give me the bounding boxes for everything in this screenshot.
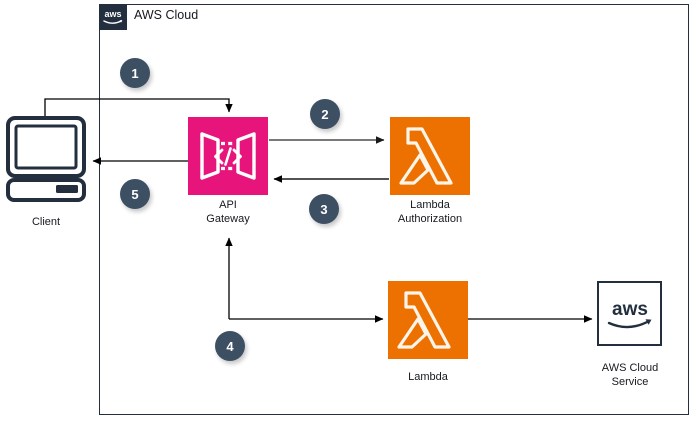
aws-cloud-service-icon: aws (597, 281, 662, 346)
step-badge-2: 2 (310, 99, 340, 129)
step-badge-3: 3 (309, 194, 339, 224)
lambda-label: Lambda (408, 371, 448, 383)
step-badge-5: 5 (120, 179, 150, 209)
aws-logo-icon: aws (99, 4, 127, 30)
desktop-computer-icon (6, 116, 86, 202)
aws-cloud-title: AWS Cloud (134, 8, 199, 22)
lambda-icon (388, 281, 468, 359)
aws-cloud-service-label: AWS Cloud Service (601, 362, 659, 388)
lambda-icon (390, 117, 470, 195)
svg-text:aws: aws (104, 9, 121, 19)
svg-text:aws: aws (612, 299, 648, 320)
api-gateway-label: API Gateway (206, 199, 250, 225)
client-label: Client (31, 216, 61, 228)
aws-cloud-boundary (99, 4, 689, 415)
api-gateway-icon (188, 117, 268, 195)
lambda-authorization-label: Lambda Authorization (397, 199, 463, 225)
step-badge-1: 1 (120, 58, 150, 88)
step-badge-4: 4 (215, 331, 245, 361)
